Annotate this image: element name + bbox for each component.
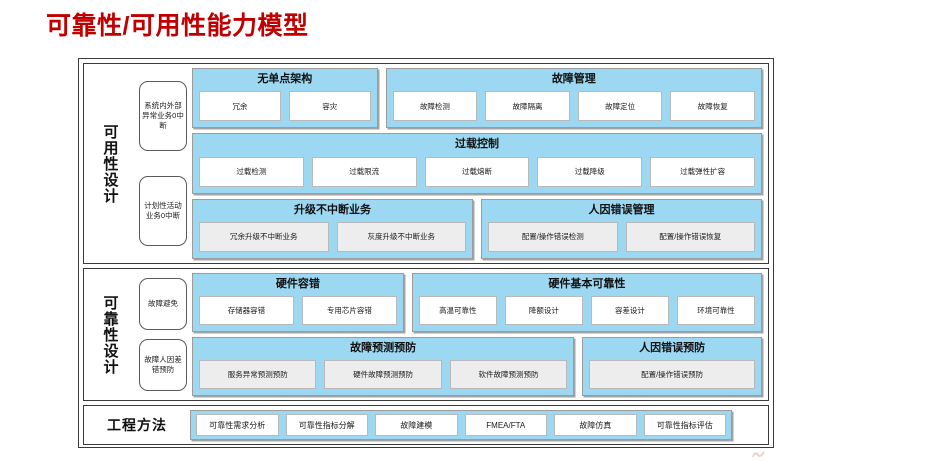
capability-group-title: 人因错误预防 [639,342,706,354]
pillar-label-availability: 可用性设计 [84,64,136,263]
capability-group-title: 过载控制 [455,138,499,151]
capability-group-title: 故障管理 [551,73,596,85]
engineering-methods-label: 工程方法 [107,417,167,433]
capability-items: 过载检测 过载限流 过载熔断 过载降级 过载弹性扩容 [199,156,755,187]
capability-group-title: 硬件容错 [275,278,320,290]
section-engineering-methods: 工程方法 可靠性需求分析 可靠性指标分解 故障建模 FMEA/FTA 故障仿真 … [83,405,769,445]
capability-item[interactable]: 过载限流 [311,156,417,187]
goal-box-fault-avoidance: 故障避免 [139,278,187,331]
capability-item[interactable]: 冗余 [199,91,281,122]
capability-group-title: 硬件基本可靠性 [548,278,626,290]
engineering-method-item[interactable]: 故障建模 [375,414,458,436]
capability-item[interactable]: 专用芯片容错 [301,296,397,325]
capability-group-overload-control[interactable]: 过载控制 过载检测 过载限流 过载熔断 过载降级 过载弹性扩容 [192,133,762,194]
capability-item[interactable]: 降额设计 [504,296,583,325]
capability-group-hardware-basic-reliability[interactable]: 硬件基本可靠性 高温可靠性 降额设计 容差设计 环境可靠性 [411,273,762,332]
capability-model-diagram: 可用性设计 系统内外部异常业务0中断 计划性活动业务0中断 无单点架构 冗余 容… [78,58,774,448]
capability-group-title: 升级不中断业务 [294,203,371,216]
capability-item[interactable]: 存储器容错 [199,296,294,325]
capability-items: 配置/操作错误预防 [589,360,755,389]
capability-items: 高温可靠性 降额设计 容差设计 环境可靠性 [418,296,756,325]
capability-area-availability: 无单点架构 冗余 容灾 故障管理 故障检测 故障隔离 故障定位 故障恢复 [190,64,768,263]
engineering-method-item[interactable]: FMEA/FTA [464,414,547,436]
capability-item[interactable]: 软件故障预测预防 [449,360,568,389]
capability-group-human-error-management[interactable]: 人因错误管理 配置/操作错误检测 配置/操作错误恢复 [481,198,762,259]
capability-area-reliability: 硬件容错 存储器容错 专用芯片容错 硬件基本可靠性 高温可靠性 降额设计 容差设… [190,269,768,400]
capability-group-fault-management[interactable]: 故障管理 故障检测 故障隔离 故障定位 故障恢复 [385,68,762,129]
capability-items: 配置/操作错误检测 配置/操作错误恢复 [488,221,755,252]
capability-item[interactable]: 过载降级 [537,156,643,187]
capability-group-title: 人因错误管理 [588,203,655,216]
capability-group-upgrade-no-interrupt[interactable]: 升级不中断业务 冗余升级不中断业务 灰度升级不中断业务 [192,198,473,259]
goal-box-human-error-prevention: 故障人因差错预防 [139,338,187,391]
goal-column-availability: 系统内外部异常业务0中断 计划性活动业务0中断 [136,64,190,263]
capability-item[interactable]: 容灾 [288,91,371,122]
engineering-method-item[interactable]: 可靠性需求分析 [196,414,279,436]
capability-item[interactable]: 配置/操作错误恢复 [625,221,755,252]
capability-row-3: 升级不中断业务 冗余升级不中断业务 灰度升级不中断业务 人因错误管理 配置/操作… [192,198,762,259]
section-reliability-design: 可靠性设计 故障避免 故障人因差错预防 硬件容错 存储器容错 专用芯片容错 硬件… [83,268,769,401]
capability-group-hardware-fault-tolerance[interactable]: 硬件容错 存储器容错 专用芯片容错 [192,273,404,332]
section-availability-design: 可用性设计 系统内外部异常业务0中断 计划性活动业务0中断 无单点架构 冗余 容… [83,63,769,264]
capability-group-title: 故障预测预防 [350,342,417,354]
corner-artifact-icon [752,451,765,458]
capability-group-no-single-point[interactable]: 无单点架构 冗余 容灾 [192,68,378,129]
capability-item[interactable]: 容差设计 [590,296,669,325]
capability-group-fault-prediction-prevention[interactable]: 故障预测预防 服务异常预测预防 硬件故障预测预防 软件故障预测预防 [192,337,575,396]
capability-item[interactable]: 故障检测 [392,91,478,122]
pillar-label-reliability-text: 可靠性设计 [101,294,119,375]
goal-box-system-anomaly: 系统内外部异常业务0中断 [139,81,187,152]
capability-item[interactable]: 环境可靠性 [676,296,756,325]
capability-item[interactable]: 配置/操作错误预防 [589,360,755,389]
engineering-method-item[interactable]: 可靠性指标评估 [643,414,726,436]
goal-box-planned-activity: 计划性活动业务0中断 [139,175,187,246]
pillar-label-reliability: 可靠性设计 [84,269,136,400]
capability-item[interactable]: 灰度升级不中断业务 [336,221,466,252]
engineering-methods-strip: 可靠性需求分析 可靠性指标分解 故障建模 FMEA/FTA 故障仿真 可靠性指标… [190,410,732,440]
capability-items: 冗余升级不中断业务 灰度升级不中断业务 [199,221,466,252]
capability-item[interactable]: 配置/操作错误检测 [488,221,618,252]
engineering-method-item[interactable]: 故障仿真 [554,414,637,436]
capability-item[interactable]: 服务异常预测预防 [199,360,317,389]
capability-row-1: 无单点架构 冗余 容灾 故障管理 故障检测 故障隔离 故障定位 故障恢复 [192,68,762,129]
goal-column-reliability: 故障避免 故障人因差错预防 [136,269,190,400]
page-title: 可靠性/可用性能力模型 [46,12,309,40]
capability-group-human-error-prevention[interactable]: 人因错误预防 配置/操作错误预防 [582,337,762,396]
engineering-method-item[interactable]: 可靠性指标分解 [285,414,368,436]
capability-item[interactable]: 过载熔断 [424,156,530,187]
capability-item[interactable]: 冗余升级不中断业务 [199,221,329,252]
capability-row-5: 故障预测预防 服务异常预测预防 硬件故障预测预防 软件故障预测预防 人因错误预防… [192,337,762,396]
capability-items: 存储器容错 专用芯片容错 [199,296,397,325]
capability-items: 服务异常预测预防 硬件故障预测预防 软件故障预测预防 [199,360,568,389]
capability-item[interactable]: 过载检测 [199,156,304,187]
capability-items: 故障检测 故障隔离 故障定位 故障恢复 [392,91,756,122]
pillar-label-availability-text: 可用性设计 [101,123,119,204]
capability-row-4: 硬件容错 存储器容错 专用芯片容错 硬件基本可靠性 高温可靠性 降额设计 容差设… [192,273,762,332]
capability-item[interactable]: 高温可靠性 [418,296,497,325]
capability-row-2: 过载控制 过载检测 过载限流 过载熔断 过载降级 过载弹性扩容 [192,133,762,194]
capability-item[interactable]: 硬件故障预测预防 [324,360,442,389]
capability-group-title: 无单点架构 [257,73,313,85]
capability-item[interactable]: 故障恢复 [670,91,756,122]
capability-items: 冗余 容灾 [199,91,371,122]
capability-item[interactable]: 过载弹性扩容 [650,156,755,187]
capability-item[interactable]: 故障定位 [577,91,663,122]
capability-item[interactable]: 故障隔离 [485,91,570,122]
